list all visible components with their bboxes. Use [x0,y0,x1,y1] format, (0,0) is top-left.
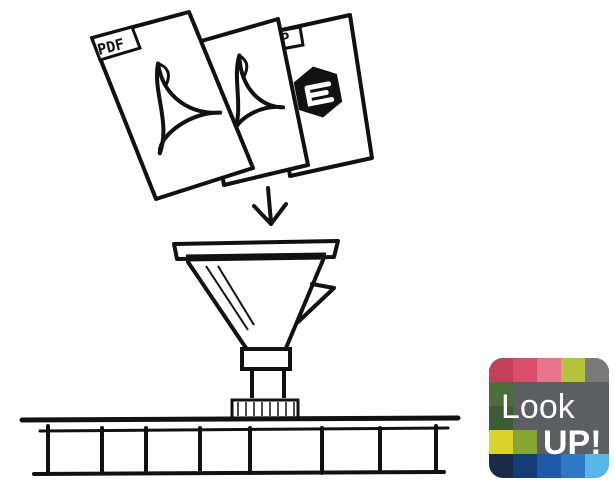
funnel-icon [174,241,338,418]
down-arrow-icon [254,188,286,224]
lookup-logo: Look UP! [489,358,609,478]
logo-line1: Look [501,388,576,426]
conveyor-belt-icon [22,418,458,474]
logo-line2: UP! [543,424,602,462]
